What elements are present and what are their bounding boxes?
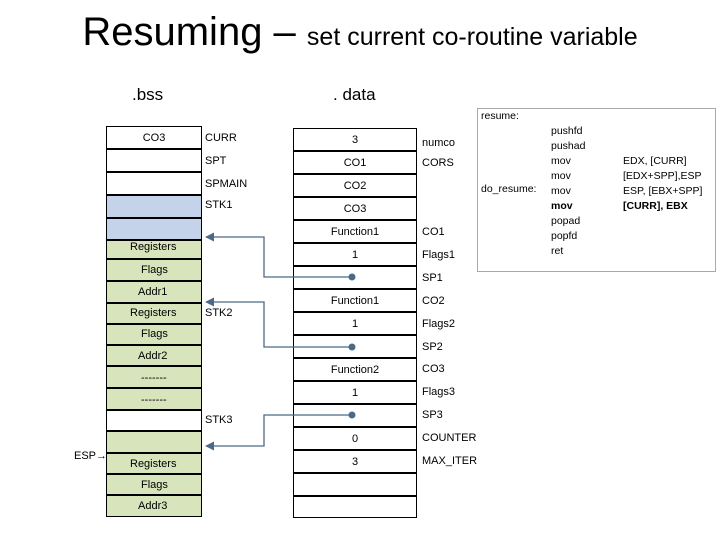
bss-cell (106, 172, 202, 195)
stack-cell (106, 366, 202, 388)
stack-cell (106, 218, 202, 240)
stack-cell-addr (106, 345, 202, 366)
stack-cell (106, 431, 202, 453)
data-cell (293, 496, 417, 518)
code-args (623, 139, 702, 154)
data-cell: CO3 (293, 197, 417, 220)
stack-cell-flags (106, 474, 202, 495)
label-flags2: Flags2 (422, 318, 456, 330)
resume-code-box (477, 108, 716, 272)
sp2-dot (348, 343, 356, 351)
label-sp3: SP3 (422, 409, 443, 421)
dash-label: ------- (141, 394, 167, 406)
code-args (623, 214, 702, 229)
bss-cell (106, 149, 202, 172)
sp3-arrow (205, 414, 352, 451)
sp3-dot (348, 411, 356, 419)
data-cell: 3 (293, 128, 417, 151)
code-args: EDX, [CURR] (623, 155, 687, 167)
opcode-column: pushfd pushad mov mov mov mov popad popf… (551, 124, 585, 259)
title-main: Resuming – (82, 10, 307, 54)
label-co3: CO3 (422, 363, 445, 375)
code-op: mov (551, 185, 571, 197)
var-stk1: STK1 (205, 199, 233, 211)
stack-cell-addr (106, 495, 202, 517)
stack-cell-registers (106, 303, 202, 324)
label-cors: CORS (422, 157, 454, 169)
code-op: mov (551, 155, 571, 167)
sp1-arrow (205, 232, 352, 278)
label-flags3: Flags3 (422, 386, 456, 398)
registers-label: Registers (130, 307, 177, 319)
code-op: popfd (551, 230, 578, 242)
flags-label: Flags (141, 264, 168, 276)
flags-label: Flags (141, 328, 168, 340)
data-cell: CO2 (293, 174, 417, 197)
data-cell: Function1 (293, 289, 417, 312)
data-cell: Function1 (293, 220, 417, 243)
sp1-dot (348, 273, 356, 281)
code-op: ret (551, 245, 564, 257)
label-max-iter: MAX_ITER (422, 455, 478, 467)
registers-label: Registers (130, 458, 177, 470)
code-op: mov (551, 170, 571, 182)
label-sp2: SP2 (422, 341, 443, 353)
bss-label: .bss (132, 85, 164, 104)
registers-label: Registers (130, 241, 177, 253)
operand-column: EDX, [CURR] [EDX+SPP],ESP ESP, [EBX+SPP]… (623, 124, 702, 259)
data-cell (293, 473, 417, 496)
stack-cell (106, 195, 202, 218)
data-cell: 1 (293, 312, 417, 335)
slide-title: Resuming – set current co-routine variab… (0, 10, 720, 55)
addr-label: Addr1 (138, 286, 168, 298)
code-op: pushad (551, 140, 586, 152)
data-cell: CO1 (293, 151, 417, 174)
stack-cell-registers (106, 240, 202, 259)
stack-cell (106, 388, 202, 410)
stack-cell-flags (106, 324, 202, 345)
data-cell: 1 (293, 243, 417, 266)
sp2-arrow (205, 297, 352, 348)
code-args (623, 244, 702, 259)
dash-label: ------- (141, 372, 167, 384)
stack-cell-flags (106, 259, 202, 281)
label-counter: COUNTER (422, 432, 477, 444)
code-args (623, 229, 702, 244)
code-args: ESP, [EBX+SPP] (623, 185, 703, 197)
addr-label: Addr3 (138, 500, 168, 512)
stack-cell-addr (106, 281, 202, 303)
var-spt: SPT (205, 155, 227, 167)
label-flags1: Flags1 (422, 249, 456, 261)
code-op: popad (551, 215, 581, 227)
data-label: . data (333, 85, 376, 104)
data-cell: 1 (293, 381, 417, 404)
label-co2: CO2 (422, 295, 445, 307)
code-op: pushfd (551, 125, 583, 137)
code-args: [EDX+SPP],ESP (623, 170, 702, 182)
data-cell: Function2 (293, 358, 417, 381)
var-spmain: SPMAIN (205, 178, 248, 190)
bss-cell-co3: CO3 (106, 126, 202, 149)
var-stk3: STK3 (205, 414, 233, 426)
addr-label: Addr2 (138, 350, 168, 362)
stack-cell (106, 410, 202, 431)
flags-label: Flags (141, 479, 168, 491)
resume-label: resume: (481, 110, 519, 122)
label-numco: numco (422, 137, 456, 149)
data-cell: 0 (293, 427, 417, 450)
var-curr: CURR (205, 132, 237, 144)
stack-cell-registers (106, 453, 202, 474)
label-co1: CO1 (422, 226, 445, 238)
title-sub: set current co-routine variable (306, 23, 638, 51)
var-stk2: STK2 (205, 307, 233, 319)
code-op: mov (551, 200, 573, 212)
code-args (623, 124, 702, 139)
data-cell: 3 (293, 450, 417, 473)
do-resume-label: do_resume: (481, 183, 537, 195)
esp-label: ESP→ (74, 450, 108, 462)
code-args: [CURR], EBX (623, 200, 688, 212)
label-sp1: SP1 (422, 272, 443, 284)
